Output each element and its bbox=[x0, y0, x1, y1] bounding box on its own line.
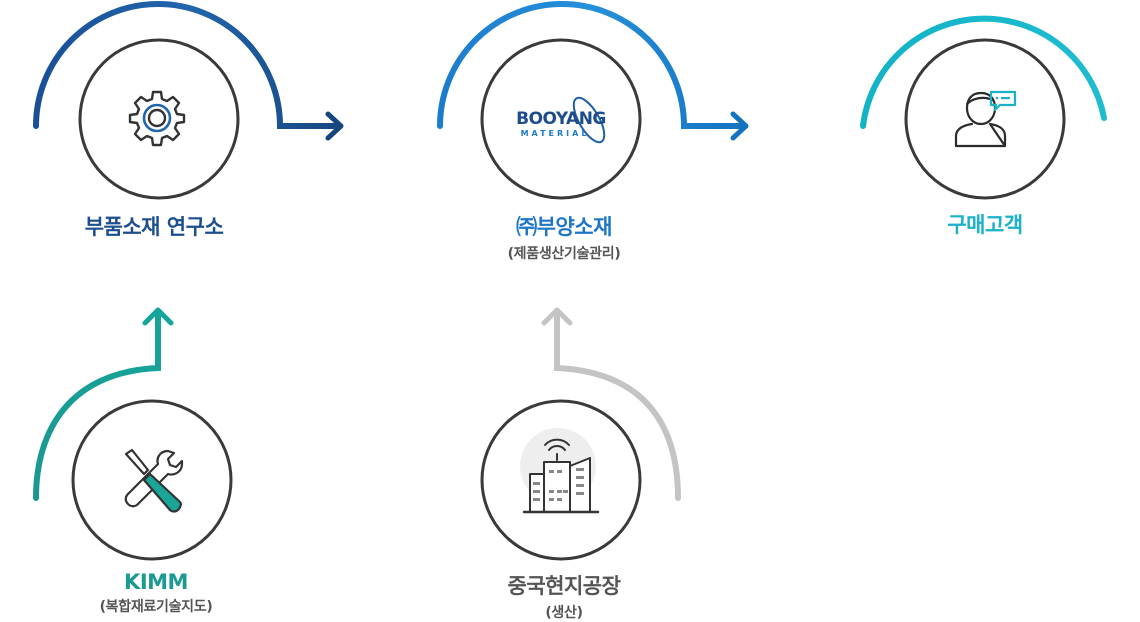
booyang-label: ㈜부양소재 (제품생산기술관리) bbox=[444, 211, 684, 263]
kimm-subtitle: (복합재료기술지도) bbox=[99, 599, 213, 615]
gear-icon bbox=[128, 90, 186, 147]
booyang-logo: BOOYANG MATERIAL bbox=[516, 96, 606, 144]
booyang-flow-arrow bbox=[437, 1, 749, 141]
customer-chat-icon bbox=[954, 90, 1017, 148]
booyang-node-circle bbox=[480, 38, 642, 200]
booyang-subtitle: (제품생산기술관리) bbox=[507, 246, 621, 262]
china-title: 중국현지공장 bbox=[507, 574, 621, 598]
kimm-label: KIMM (복합재료기술지도) bbox=[36, 570, 276, 616]
research-label: 부품소재 연구소 bbox=[34, 211, 274, 241]
booyang-logo-sub-text: MATERIAL bbox=[521, 129, 590, 138]
research-title: 부품소재 연구소 bbox=[84, 215, 224, 239]
customer-arc bbox=[860, 15, 1107, 129]
kimm-title: KIMM bbox=[124, 570, 188, 594]
china-subtitle: (생산) bbox=[545, 605, 583, 621]
customer-node-circle bbox=[904, 38, 1066, 200]
research-node-circle bbox=[78, 38, 240, 200]
kimm-flow-arrow bbox=[33, 307, 174, 501]
factory-icon bbox=[520, 428, 600, 514]
booyang-title: ㈜부양소재 bbox=[516, 215, 612, 239]
booyang-logo-main-text: BOOYANG bbox=[516, 109, 606, 129]
china-flow-arrow bbox=[541, 307, 681, 501]
china-label: 중국현지공장 (생산) bbox=[444, 570, 684, 622]
tools-icon bbox=[124, 448, 184, 513]
customer-label: 구매고객 bbox=[865, 209, 1105, 239]
customer-title: 구매고객 bbox=[947, 213, 1023, 237]
research-flow-arrow bbox=[33, 1, 344, 141]
